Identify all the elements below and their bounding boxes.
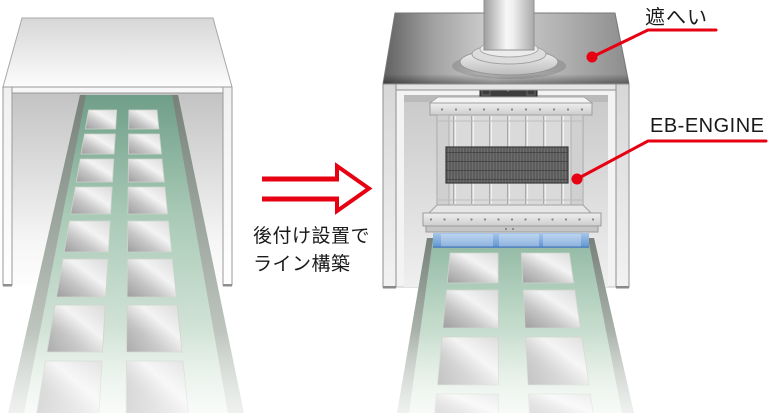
caption-line-2: ライン構築 <box>253 254 351 275</box>
conveyor-tray <box>446 252 499 284</box>
plate-screw <box>512 228 514 230</box>
engine-body-line <box>437 120 583 122</box>
left-wall-endcap <box>3 284 12 287</box>
leader-lines <box>571 28 768 185</box>
engine-leader-dot <box>571 173 583 185</box>
right-tunnel-lintel <box>382 83 630 91</box>
conveyor-tray <box>127 220 173 253</box>
engine-side-column <box>570 114 584 206</box>
plate-screw <box>578 218 581 221</box>
plate-screw <box>564 218 568 221</box>
plate-screw <box>468 108 472 111</box>
plate-screw <box>482 108 486 111</box>
plate-screw <box>552 108 556 111</box>
conveyor-tray <box>84 109 118 130</box>
conveyor-tray <box>75 158 115 183</box>
engine-leader-line <box>575 139 768 181</box>
arrow-bar-top <box>262 176 339 182</box>
right-tunnel-front-bevel <box>383 74 629 84</box>
plate-screw <box>454 108 458 111</box>
plate-screw <box>510 108 514 111</box>
shield-leader-dot <box>586 51 598 63</box>
engine-grid-panel <box>445 146 569 184</box>
plate-screw <box>524 218 527 221</box>
bottom-plate-screws <box>429 218 595 221</box>
plate-screw <box>470 218 473 221</box>
conveyor-tray <box>128 109 160 130</box>
shield-leader-line <box>590 28 718 59</box>
plate-screw <box>440 108 444 111</box>
left-tunnel-lintel <box>2 86 233 94</box>
shield-label: 遮へい <box>645 7 708 29</box>
right-tunnel-wall-left <box>382 83 397 288</box>
plate-screw <box>456 218 460 221</box>
conveyor-tray <box>127 186 169 215</box>
left-tunnel <box>0 17 256 413</box>
arrow-head-gap <box>334 181 341 197</box>
caption-line-1: 後付け設置で <box>253 226 371 247</box>
plate-screw <box>538 108 542 111</box>
engine-top-plate-surface <box>428 96 594 104</box>
retrofit-caption: 後付け設置で ライン構築 <box>253 223 370 279</box>
right-tunnel <box>382 0 646 413</box>
plate-screw <box>429 218 433 221</box>
plate-screw <box>580 108 584 111</box>
left-tunnel-top-face <box>2 17 233 88</box>
conveyor-tray <box>127 158 165 183</box>
conveyor-tray <box>63 220 111 253</box>
right-fade <box>388 330 646 413</box>
right-wall-endcap <box>616 286 629 289</box>
plate-screw <box>524 108 528 111</box>
plate-screw <box>443 218 446 221</box>
plate-screw <box>483 218 487 221</box>
right-tunnel-wall-right <box>615 83 630 288</box>
conveyor-tray <box>80 133 116 155</box>
feed-cylinder <box>483 0 535 51</box>
conveyor-tray <box>520 252 575 284</box>
engine-label: EB-ENGINE <box>650 115 765 137</box>
plate-screw <box>591 218 595 221</box>
plate-screw <box>505 228 507 230</box>
arrow-bar-bottom <box>262 196 339 202</box>
right-wall-endcap <box>383 286 396 289</box>
conveyor-tray <box>70 186 113 215</box>
arrow-head <box>335 162 373 215</box>
engine-skirt <box>427 204 593 214</box>
conveyor-tray <box>56 258 109 298</box>
eb-engine-machine <box>422 85 602 233</box>
plate-screw <box>537 218 541 221</box>
engine-body-line <box>437 199 583 201</box>
plate-screw <box>551 218 554 221</box>
plate-screw <box>510 218 514 221</box>
plate-screw <box>496 108 500 111</box>
top-plate-screws <box>440 108 584 111</box>
beam-window <box>433 233 589 248</box>
left-tunnel-wall-right <box>222 86 233 286</box>
plate-screw <box>497 218 500 221</box>
conveyor-tray <box>522 289 581 329</box>
conveyor-tray <box>126 258 177 298</box>
arrow-right-icon <box>262 162 373 215</box>
left-tunnel-wall-left <box>2 86 13 286</box>
plate-screw <box>566 108 570 111</box>
left-wall-endcap <box>223 284 232 287</box>
left-fade <box>0 330 256 413</box>
conveyor-tray <box>442 289 499 329</box>
conveyor-tray <box>127 133 162 155</box>
